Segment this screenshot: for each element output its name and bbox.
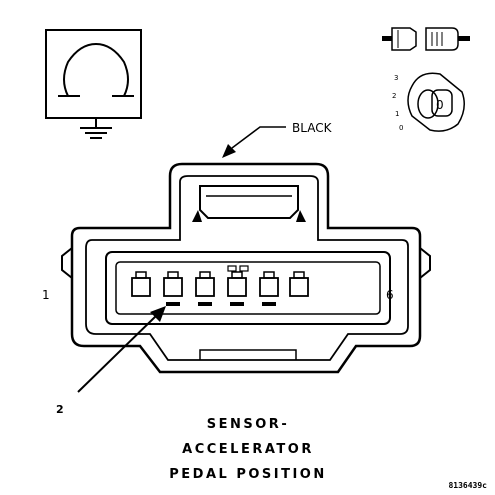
pin-2 <box>163 271 183 306</box>
callout-leader-arrow <box>150 306 166 322</box>
wire-color-label: BLACK <box>292 121 333 135</box>
title-line-2: ACCELERATOR <box>182 442 314 457</box>
ignition-key-icon: 0 3 2 1 0 <box>392 72 465 132</box>
key-slot <box>227 265 237 272</box>
key-slot <box>239 265 249 272</box>
svg-text:0: 0 <box>436 98 444 112</box>
pin-5 <box>259 271 279 306</box>
connector-body <box>61 162 431 374</box>
callout-number: 2 <box>56 403 64 416</box>
title-line-3: PEDAL POSITION <box>169 467 326 482</box>
terminal-pins <box>131 265 309 306</box>
title-line-1: SENSOR- <box>207 417 289 432</box>
pin-3 <box>195 271 215 306</box>
callout-leader-line <box>77 313 159 393</box>
cavity-label-right: 6 <box>386 288 394 302</box>
pin-1 <box>131 271 151 297</box>
ignition-pos-3: 3 <box>394 74 398 82</box>
wire-leader-line <box>231 126 286 149</box>
figure-code: 8136439c <box>448 481 487 490</box>
pin-6 <box>289 271 309 297</box>
ignition-pos-0: 0 <box>399 124 403 132</box>
wire-leader-arrow <box>222 144 236 158</box>
ignition-pos-1: 1 <box>395 110 399 118</box>
ground-icon <box>45 29 142 139</box>
cavity-label-left: 1 <box>42 288 50 302</box>
connector-icon <box>382 27 470 51</box>
ignition-pos-2: 2 <box>392 92 396 100</box>
pin-4 <box>227 271 247 306</box>
